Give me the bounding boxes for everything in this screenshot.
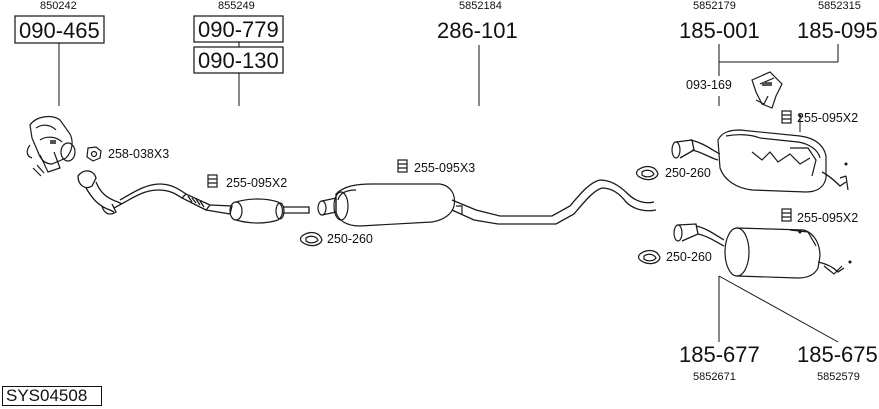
part-286-101-label[interactable]: 286-101 bbox=[437, 18, 518, 43]
ref-5852179: 5852179 bbox=[693, 0, 736, 12]
bolt-255-095x2-icon[interactable] bbox=[207, 174, 218, 188]
part-090-130-label: 090-130 bbox=[198, 48, 279, 73]
part-185-677-label[interactable]: 185-677 bbox=[679, 342, 760, 367]
gasket-250-260-a-label: 250-260 bbox=[327, 232, 373, 246]
gasket-250-260-c-label: 250-260 bbox=[666, 250, 712, 264]
gasket-250-260-b-icon[interactable] bbox=[635, 165, 659, 181]
bolt-255-095x2-c-label: 255-095X2 bbox=[797, 211, 858, 225]
flex-pipe-part[interactable] bbox=[180, 193, 310, 224]
clamp-258-038x3-icon[interactable] bbox=[86, 146, 102, 162]
leader-185-675 bbox=[718, 275, 839, 343]
part-090-779-label: 090-779 bbox=[198, 17, 279, 42]
gasket-250-260-icon[interactable] bbox=[299, 231, 323, 247]
part-093-169-label[interactable]: 093-169 bbox=[686, 78, 732, 92]
ref-5852315: 5852315 bbox=[818, 0, 861, 12]
system-code-box: SYS04508 bbox=[2, 386, 102, 406]
part-090-465-box[interactable] bbox=[14, 15, 105, 44]
rear-silencer-185-677-part[interactable] bbox=[673, 223, 852, 279]
catalytic-converter-part[interactable] bbox=[26, 115, 76, 177]
centre-silencer-part[interactable] bbox=[317, 179, 657, 227]
part-185-095-label[interactable]: 185-095 bbox=[797, 18, 878, 43]
part-185-675-label[interactable]: 185-675 bbox=[797, 342, 878, 367]
ref-5852184: 5852184 bbox=[459, 0, 502, 12]
front-pipe-part[interactable] bbox=[77, 170, 187, 215]
gasket-250-260-b-label: 250-260 bbox=[665, 166, 711, 180]
bolt-255-095x2-c-icon[interactable] bbox=[781, 208, 792, 222]
heat-shield-part[interactable] bbox=[751, 71, 783, 109]
part-185-001-label[interactable]: 185-001 bbox=[679, 18, 760, 43]
bolt-255-095x2-a-label: 255-095X2 bbox=[226, 176, 287, 190]
clamp-258-038x3-label: 258-038X3 bbox=[108, 147, 169, 161]
ref-5852579: 5852579 bbox=[817, 371, 860, 383]
gasket-250-260-c-icon[interactable] bbox=[637, 249, 661, 265]
bolt-255-095x3-label: 255-095X3 bbox=[414, 161, 475, 175]
bolt-255-095x2-b-label: 255-095X2 bbox=[797, 111, 858, 125]
ref-855249: 855249 bbox=[218, 0, 255, 12]
bolt-255-095x2-b-icon[interactable] bbox=[781, 110, 792, 124]
rear-silencer-185-001-part[interactable] bbox=[671, 114, 849, 193]
part-090-779-box[interactable] bbox=[193, 15, 284, 43]
ref-850242: 850242 bbox=[40, 0, 77, 12]
bolt-255-095x3-icon[interactable] bbox=[397, 159, 408, 173]
part-090-465-label: 090-465 bbox=[19, 18, 100, 43]
ref-5852671: 5852671 bbox=[693, 371, 736, 383]
